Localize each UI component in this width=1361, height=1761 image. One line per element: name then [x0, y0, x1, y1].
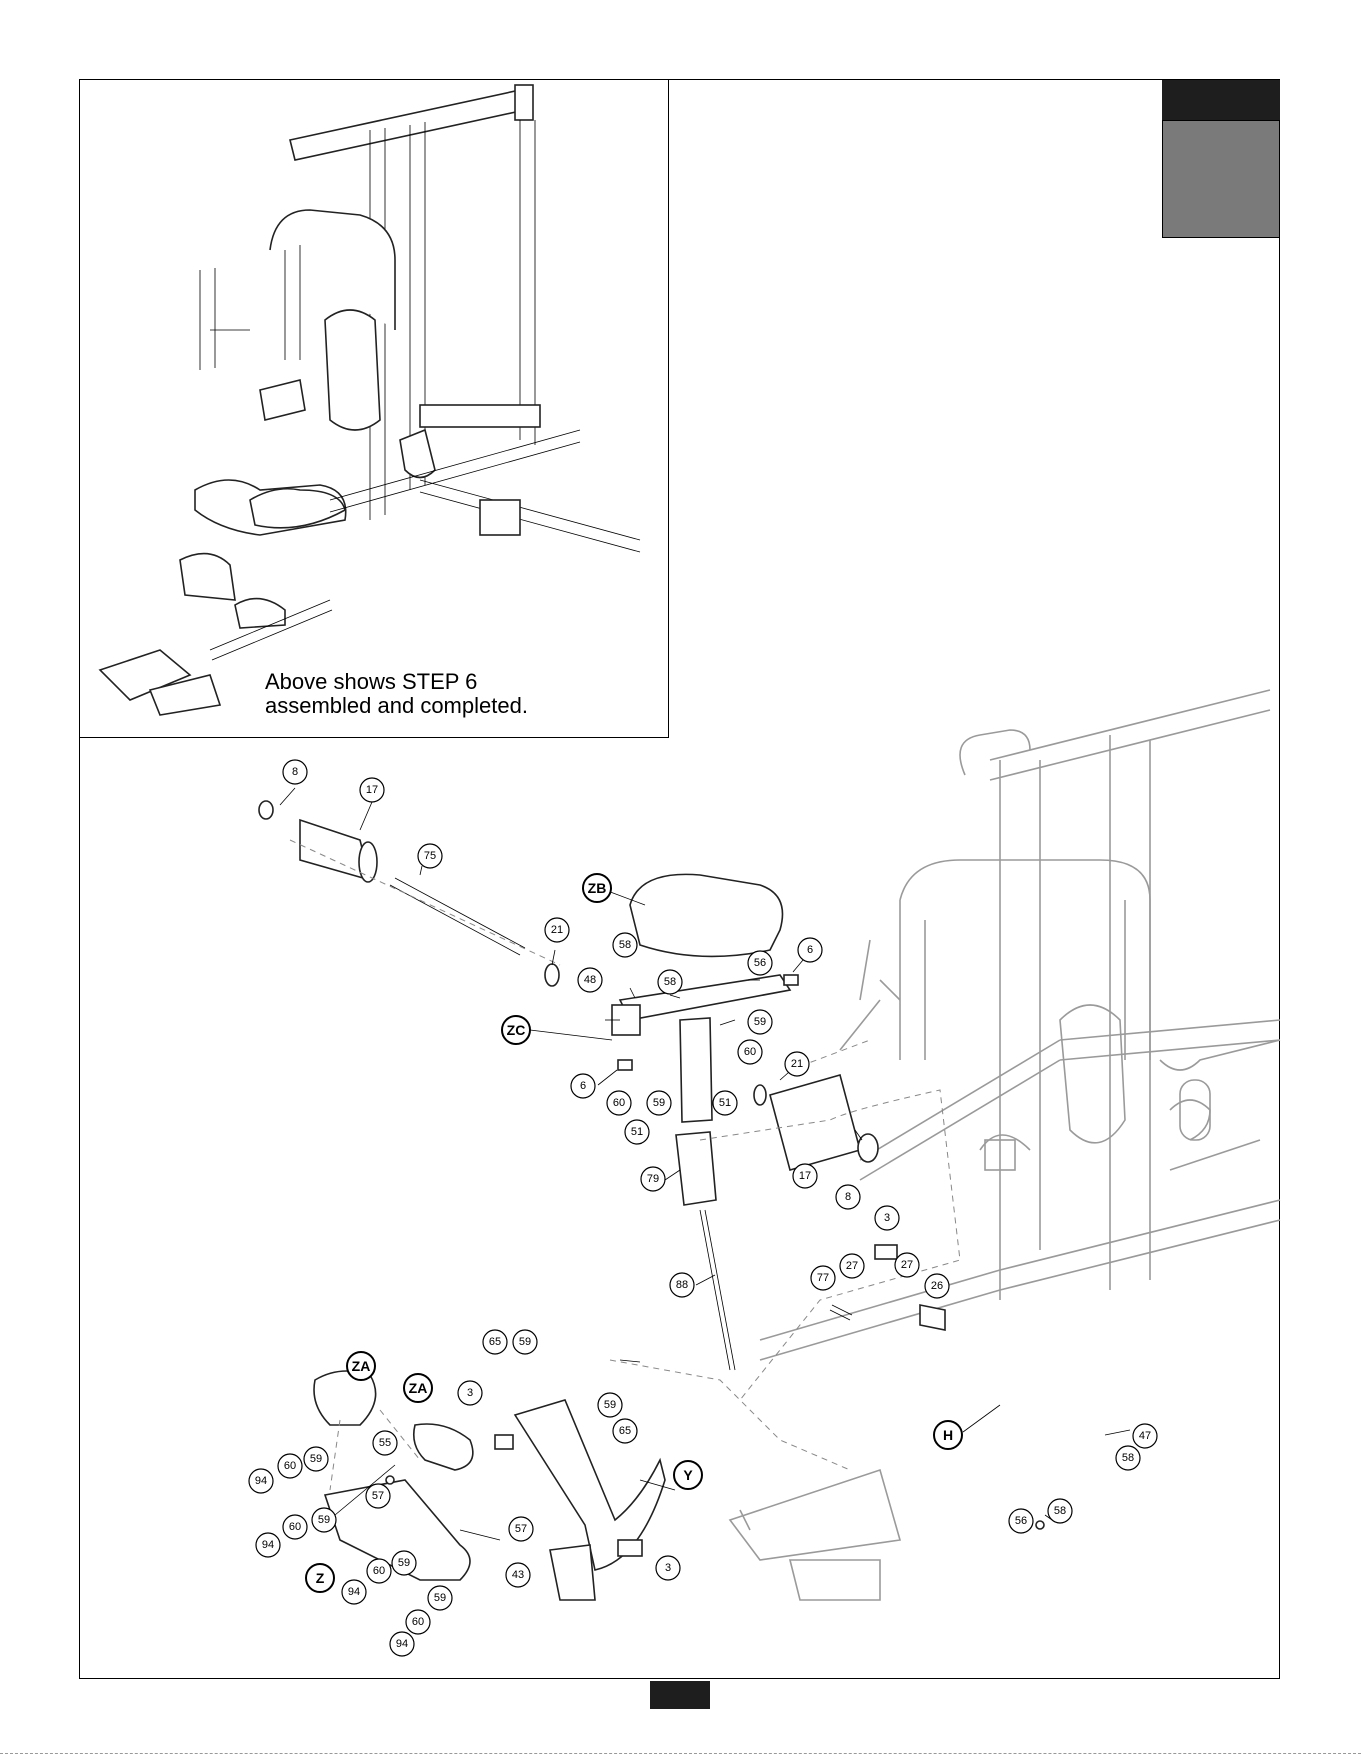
bottom-rule: [0, 1753, 1361, 1754]
page-number-box: [650, 1681, 710, 1709]
inset-caption: Above shows STEP 6 assembled and complet…: [265, 670, 528, 718]
